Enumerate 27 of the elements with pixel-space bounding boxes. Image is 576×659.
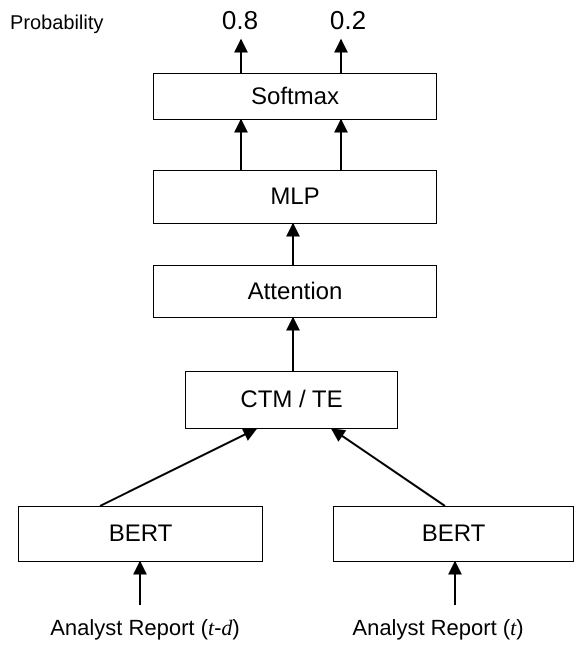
- box-label: Softmax: [250, 82, 340, 110]
- arrow: [234, 118, 248, 170]
- process-box: [185, 371, 398, 429]
- box-label: CTM / TE: [240, 386, 343, 414]
- arrow: [286, 316, 300, 371]
- process-box: [153, 73, 437, 120]
- arrow: [286, 222, 300, 265]
- arrow: [133, 560, 147, 605]
- arrow: [234, 38, 248, 73]
- box-label: BERT: [108, 520, 172, 548]
- process-box: [333, 506, 574, 562]
- box-label: BERT: [422, 520, 486, 548]
- box-label: Attention: [248, 278, 342, 306]
- output-text: 0.2: [330, 4, 366, 36]
- output-text: Analyst Report (t): [352, 615, 524, 641]
- process-box: [153, 265, 437, 318]
- axis-label: Probability: [10, 12, 104, 35]
- box-label: MLP: [270, 183, 320, 211]
- arrow: [330, 428, 446, 507]
- arrow: [448, 560, 462, 605]
- output-text: Analyst Report (t-d): [50, 615, 240, 641]
- arrow: [334, 38, 348, 73]
- arrow: [334, 118, 348, 170]
- process-box: [153, 170, 437, 224]
- output-text: 0.8: [222, 4, 258, 36]
- process-box: [18, 506, 263, 562]
- arrow: [100, 428, 258, 507]
